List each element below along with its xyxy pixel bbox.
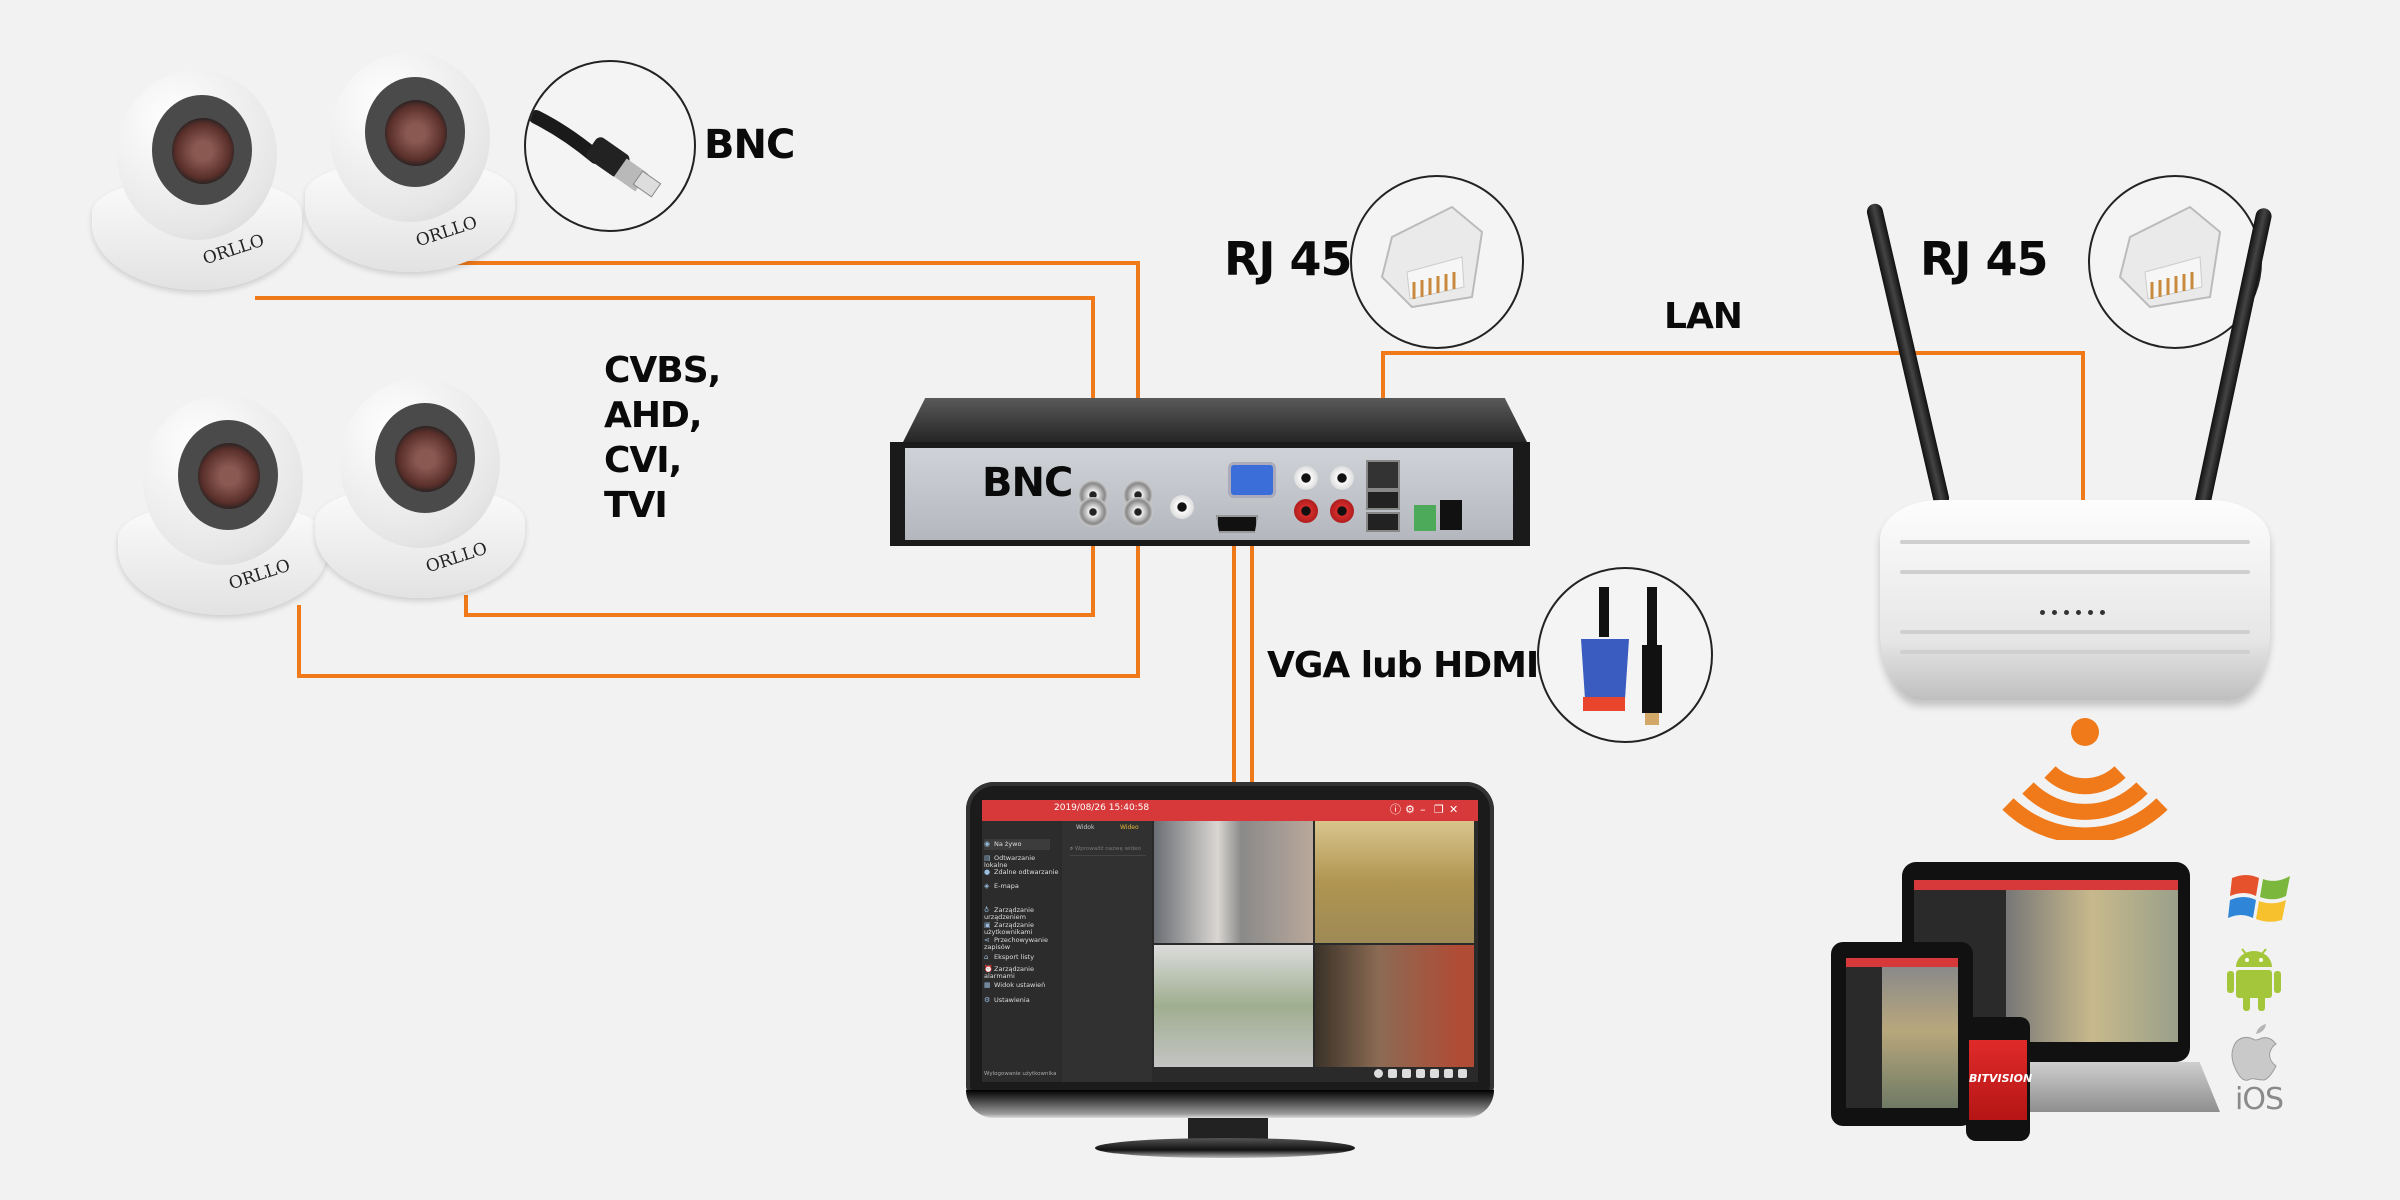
bitvision-logo: BITVISION xyxy=(1969,1072,2033,1085)
snapshot-icon[interactable] xyxy=(1416,1069,1425,1078)
windows-icon xyxy=(2228,875,2290,922)
video-feed-library[interactable] xyxy=(1315,945,1474,1067)
video-output-label: VGA lub HDMI xyxy=(1267,645,1539,686)
lan-label: LAN xyxy=(1664,296,1743,337)
sidebar-item-export[interactable]: ⌂Eksport listy xyxy=(984,953,1035,961)
export-icon: ⌂ xyxy=(984,953,989,961)
alarm-icon: ⏰ xyxy=(984,965,993,973)
sidebar-item-user-mgmt[interactable]: ▣Zarządzanie użytkownikami xyxy=(984,921,1034,936)
rj45-plug-icon xyxy=(2088,175,2262,349)
dome-camera-1: ORLLO xyxy=(92,60,302,300)
layout-icon: ▦ xyxy=(984,981,991,989)
info-icon[interactable]: ⓘ xyxy=(1390,803,1401,816)
rj45-router-label: RJ 45 xyxy=(1920,232,2049,286)
video-search-input[interactable]: ⌕ Wprowadź nazwę wideo xyxy=(1070,846,1146,856)
audio-out-port xyxy=(1330,466,1354,490)
signal-type-cvi: CVI, xyxy=(604,440,682,481)
audio-in-port xyxy=(1294,499,1318,523)
tablet-app-screen xyxy=(1846,958,1958,1108)
usb-port xyxy=(1366,512,1400,532)
tab-video[interactable]: Wideo xyxy=(1120,824,1139,831)
wifi-signal-icon xyxy=(2002,718,2168,840)
bnc-label: BNC xyxy=(704,122,795,168)
camera-icon: ◉ xyxy=(984,840,991,848)
audio-out-port xyxy=(1294,466,1318,490)
dc-power-jack xyxy=(1440,500,1462,530)
signal-type-tvi: TVI xyxy=(604,485,668,526)
lan-port xyxy=(1366,460,1400,490)
record-icon[interactable] xyxy=(1374,1069,1383,1078)
dome-camera-3: ORLLO xyxy=(118,385,328,625)
bnc-input-port xyxy=(1078,497,1108,527)
search-icon: ⌕ xyxy=(1070,846,1075,852)
stream-icon[interactable] xyxy=(1458,1069,1467,1078)
playback-icon: ▤ xyxy=(984,854,991,862)
logout-button[interactable]: Wylogowanie użytkownika xyxy=(984,1071,1057,1077)
video-grid xyxy=(1154,821,1474,1067)
device-icon: ♁ xyxy=(984,906,990,914)
sidebar-item-device-mgmt[interactable]: ♁Zarządzanie urządzeniem xyxy=(984,906,1034,921)
sidebar-item-settings[interactable]: ⚙Ustawienia xyxy=(984,996,1030,1004)
dome-camera-2: ORLLO xyxy=(305,42,515,282)
app-sidebar: ◉Na żywo ▤Odtwarzanie lokalne ●Zdalne od… xyxy=(982,821,1060,1082)
split-4-icon[interactable] xyxy=(1402,1069,1411,1078)
rj45-plug-icon xyxy=(1350,175,1524,349)
rj45-dvr-label: RJ 45 xyxy=(1224,232,1353,286)
dvr-bnc-label: BNC xyxy=(982,460,1073,506)
hdmi-port xyxy=(1216,515,1258,533)
vga-hdmi-cable-icon xyxy=(1537,567,1713,743)
ios-label: iOS xyxy=(2235,1082,2284,1117)
app-titlebar: 2019/08/26 15:40:58 ⓘ ⚙ – ❐ ✕ xyxy=(982,800,1478,821)
sidebar-item-storage[interactable]: ⋖Przechowywanie zapisów xyxy=(984,936,1048,951)
signal-type-ahd: AHD, xyxy=(604,395,703,436)
pause-icon[interactable] xyxy=(1430,1069,1439,1078)
split-1-icon[interactable] xyxy=(1388,1069,1397,1078)
signal-type-cvbs: CVBS, xyxy=(604,350,721,391)
sidebar-item-live[interactable]: ◉Na żywo xyxy=(984,839,1050,850)
bnc-input-port xyxy=(1123,497,1153,527)
user-icon: ▣ xyxy=(984,921,991,929)
video-toolbar xyxy=(1154,1068,1474,1082)
sidebar-item-remote-playback[interactable]: ●Zdalne odtwarzanie xyxy=(984,868,1059,876)
sidebar-item-alarms[interactable]: ⏰Zarządzanie alarmami xyxy=(984,965,1034,980)
restore-icon[interactable]: ❐ xyxy=(1434,803,1444,816)
video-feed-warehouse[interactable] xyxy=(1154,821,1313,943)
vms-app-window: 2019/08/26 15:40:58 ⓘ ⚙ – ❐ ✕ ◉Na żywo ▤… xyxy=(982,800,1478,1082)
usb-port xyxy=(1366,490,1400,510)
sidebar-item-local-playback[interactable]: ▤Odtwarzanie lokalne xyxy=(984,854,1036,869)
storage-icon: ⋖ xyxy=(984,936,990,944)
sidebar-item-emap[interactable]: ◈E-mapa xyxy=(984,882,1019,890)
play-icon[interactable] xyxy=(1444,1069,1453,1078)
phone-app-splash: BITVISION xyxy=(1969,1040,2033,1120)
remote-playback-icon: ● xyxy=(984,868,991,876)
sidebar-item-layout[interactable]: ▦Widok ustawień xyxy=(984,981,1046,989)
tab-view[interactable]: Widok xyxy=(1076,824,1095,831)
bnc-cable-icon xyxy=(524,60,696,232)
dome-camera-4: ORLLO xyxy=(315,368,525,608)
power-terminal xyxy=(1414,505,1436,531)
device-panel: Widok Wideo ⌕ Wprowadź nazwę wideo xyxy=(1062,821,1152,1082)
titlebar-datetime: 2019/08/26 15:40:58 xyxy=(1054,803,1150,813)
audio-in-port xyxy=(1330,499,1354,523)
minimize-icon[interactable]: – xyxy=(1420,803,1426,816)
video-feed-lobby[interactable] xyxy=(1315,821,1474,943)
video-feed-factory[interactable] xyxy=(1154,945,1313,1067)
apple-icon xyxy=(2231,1024,2277,1081)
settings-icon: ⚙ xyxy=(984,996,991,1004)
android-icon xyxy=(2227,948,2281,1011)
settings-icon[interactable]: ⚙ xyxy=(1405,803,1415,816)
map-icon: ◈ xyxy=(984,882,990,890)
close-icon[interactable]: ✕ xyxy=(1449,803,1459,816)
video-out-port xyxy=(1170,495,1194,519)
vga-port xyxy=(1228,462,1276,498)
